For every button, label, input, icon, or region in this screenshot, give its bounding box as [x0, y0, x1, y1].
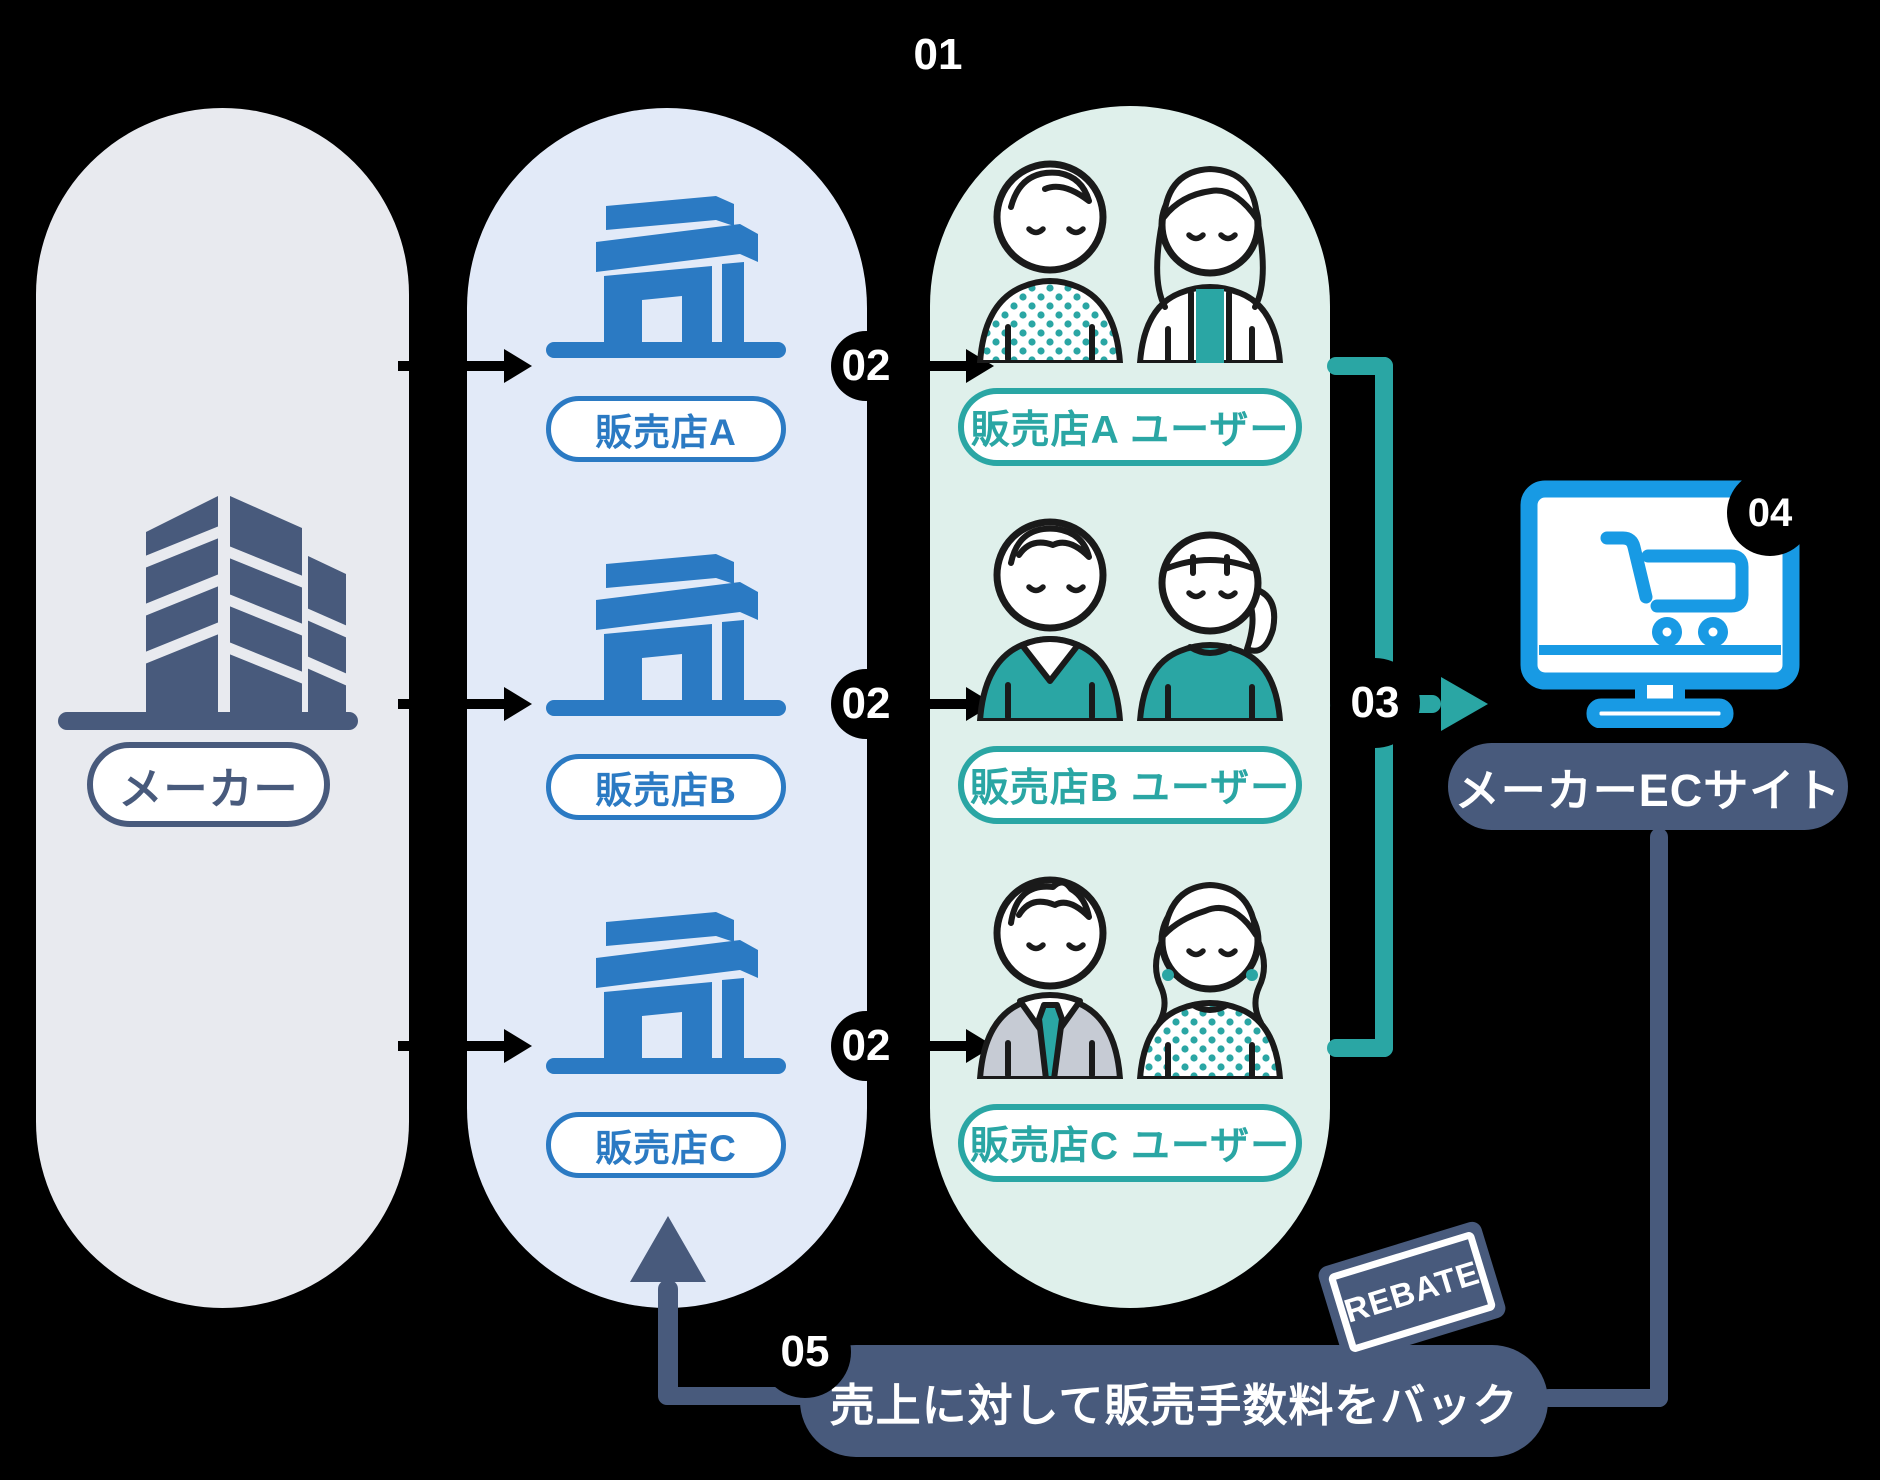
step-badge-05: 05 [767, 1314, 843, 1390]
rebate-stamp: REBATE [1316, 1219, 1508, 1365]
users-a-label: 販売店A ユーザー [958, 388, 1302, 466]
flow-arrow-icon [398, 687, 535, 721]
users-a-illustration [965, 131, 1295, 363]
maker-building-icon [58, 472, 358, 730]
store-icon [546, 550, 786, 722]
ecsite-down-line [1650, 828, 1668, 1407]
ecsite-elbow-line [1540, 1389, 1668, 1407]
step-badge-02: 02 [831, 1011, 901, 1081]
ec-site-label: メーカーECサイト [1448, 743, 1848, 830]
store-icon [546, 192, 786, 364]
up-arrow-icon [630, 1216, 706, 1282]
ec-monitor-icon [1515, 478, 1815, 728]
rebate-stamp-border [1327, 1230, 1497, 1354]
merge-arrow-icon [1441, 677, 1488, 731]
step-badge-01: 01 [903, 20, 973, 90]
users-b-illustration [965, 489, 1295, 721]
step-badge-02: 02 [831, 331, 901, 401]
cart-icon [1600, 531, 1749, 613]
rebate-return-line [660, 1387, 810, 1405]
rebate-note: 売上に対して販売手数料をバック [800, 1345, 1548, 1457]
users-c-illustration [965, 847, 1295, 1079]
store-b-label: 販売店B [546, 754, 786, 820]
maker-label: メーカー [87, 742, 330, 827]
step-badge-02: 02 [831, 669, 901, 739]
store-icon [546, 908, 786, 1080]
step-badge-04: 04 [1737, 480, 1803, 546]
rebate-return-vertical [658, 1280, 678, 1405]
merge-arrow-shaft [1409, 695, 1441, 713]
store-c-label: 販売店C [546, 1112, 786, 1178]
store-a-label: 販売店A [546, 396, 786, 462]
maker-column [36, 108, 409, 1308]
users-b-label: 販売店B ユーザー [958, 746, 1302, 824]
merge-line-bottom [1327, 1039, 1393, 1057]
flow-arrow-icon [398, 349, 535, 383]
users-c-label: 販売店C ユーザー [958, 1104, 1302, 1182]
flow-arrow-icon [398, 1029, 535, 1063]
step-badge-03: 03 [1340, 668, 1410, 738]
